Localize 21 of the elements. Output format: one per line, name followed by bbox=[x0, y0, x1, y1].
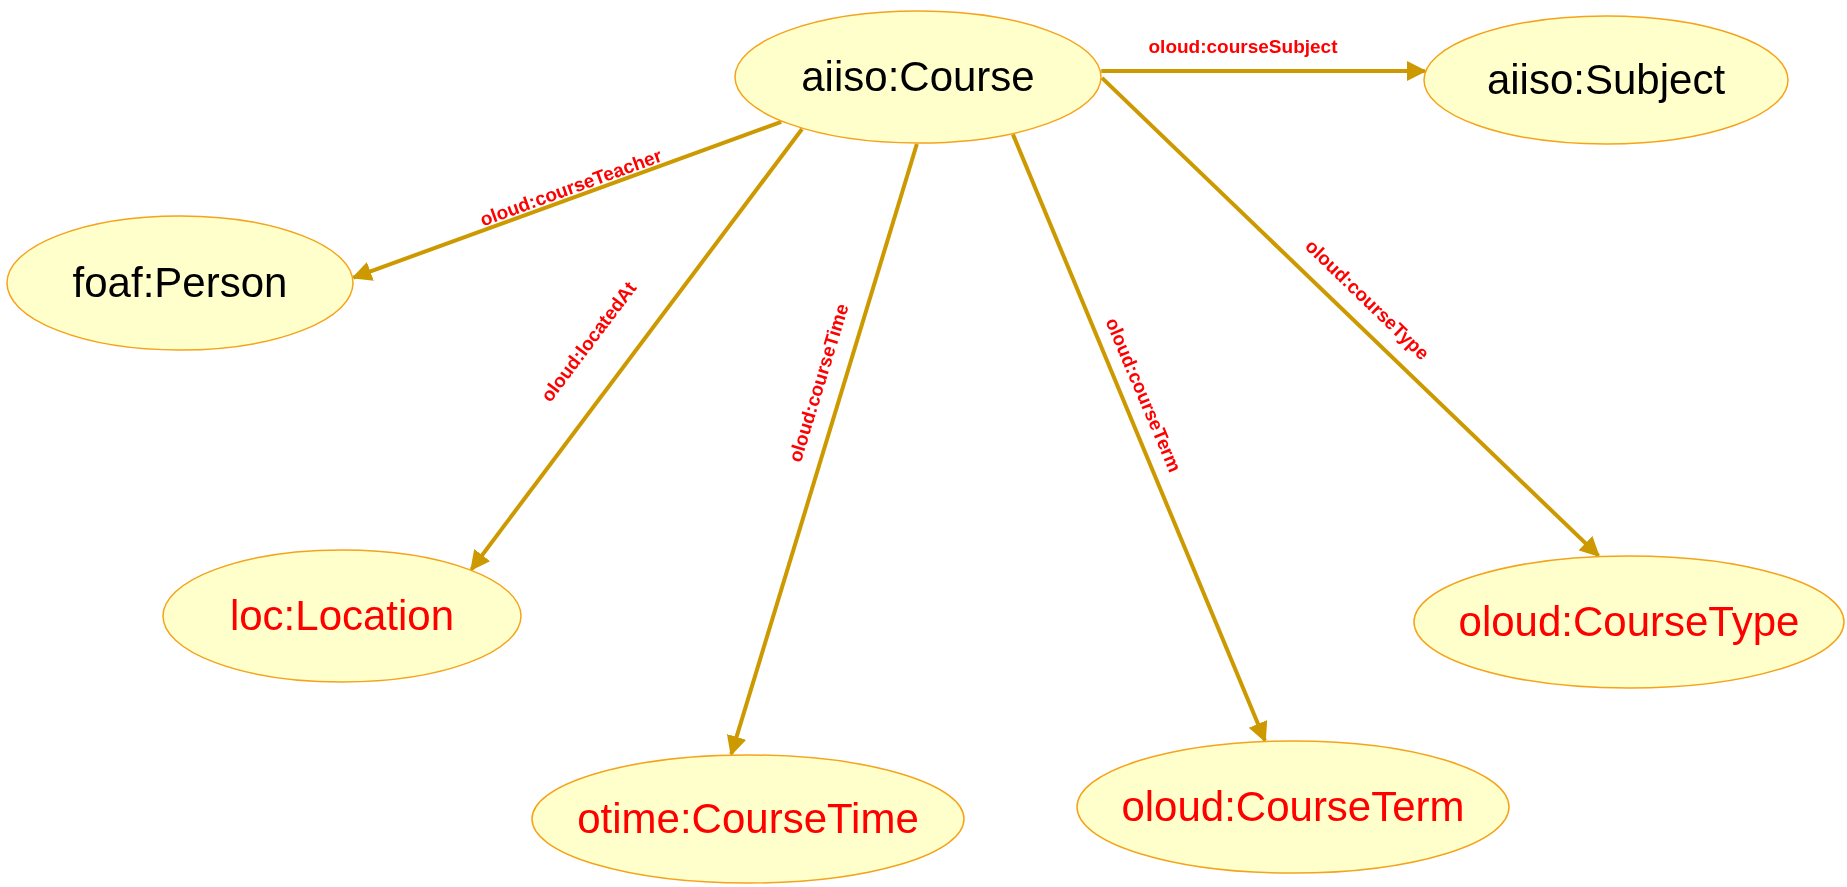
node-label: foaf:Person bbox=[72, 259, 288, 307]
edge-label: oloud:courseSubject bbox=[1148, 36, 1338, 58]
ellipse-node bbox=[1423, 15, 1789, 145]
arrow bbox=[469, 127, 804, 572]
arrow bbox=[1101, 61, 1427, 81]
ellipse-node bbox=[734, 10, 1102, 144]
node-label: otime:CourseTime bbox=[577, 795, 919, 843]
node-label: aiiso:Course bbox=[801, 53, 1035, 101]
node-label: loc:Location bbox=[229, 592, 455, 640]
ellipse-node bbox=[1076, 740, 1510, 874]
ellipse-node bbox=[162, 549, 522, 683]
arrow bbox=[1011, 133, 1268, 743]
node-label: oloud:CourseTerm bbox=[1121, 783, 1465, 831]
ellipse-node bbox=[6, 215, 354, 351]
ellipse-node bbox=[531, 754, 965, 884]
node-label: oloud:CourseType bbox=[1458, 598, 1800, 646]
arrow bbox=[726, 143, 919, 757]
arrow bbox=[351, 119, 782, 281]
ellipse-node bbox=[1413, 555, 1845, 689]
node-label: aiiso:Subject bbox=[1486, 56, 1726, 104]
arrow bbox=[1100, 76, 1600, 558]
